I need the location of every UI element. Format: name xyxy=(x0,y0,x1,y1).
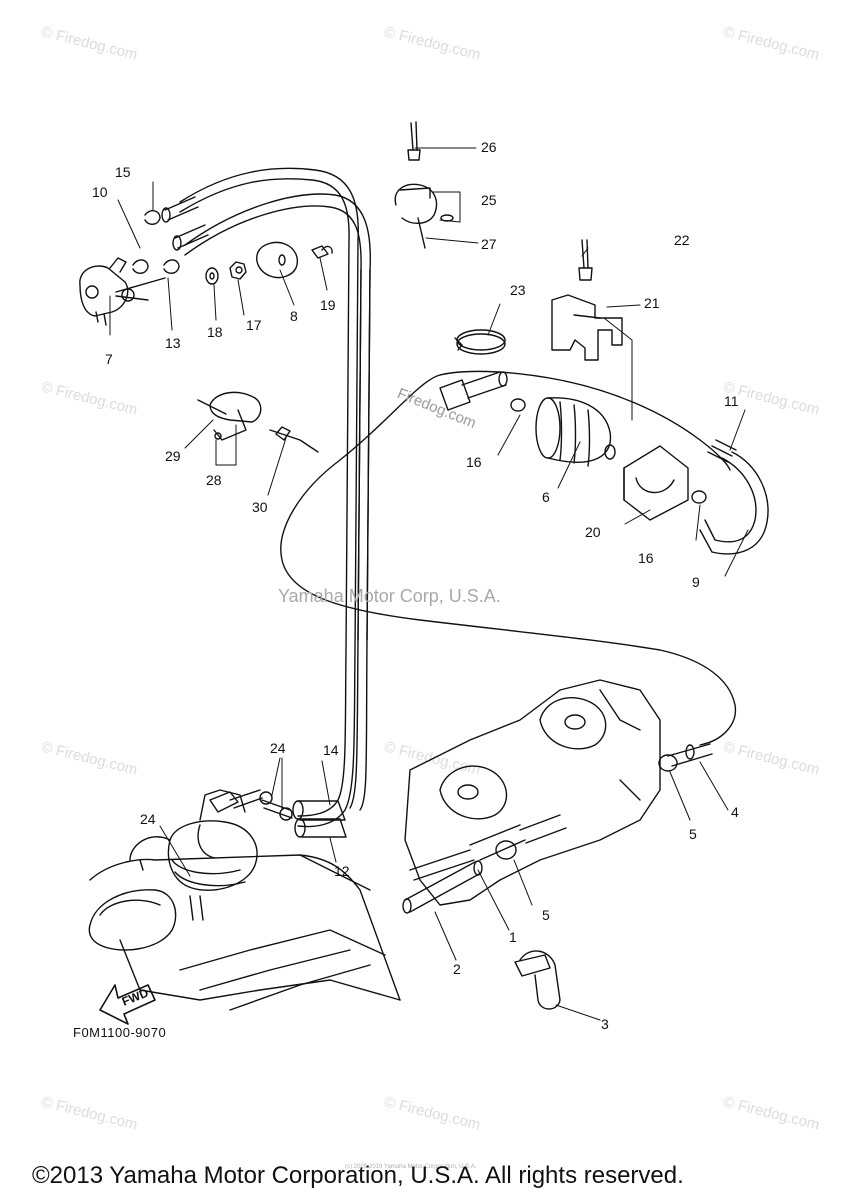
fwd-label: FWD xyxy=(120,985,151,1008)
bracket-20 xyxy=(623,445,689,521)
callout-14: 14 xyxy=(323,742,339,758)
figure-id: F0M1100-9070 xyxy=(73,1025,167,1040)
callout-2: 2 xyxy=(453,961,461,977)
callout-4: 4 xyxy=(731,804,739,820)
callout-13: 13 xyxy=(165,335,181,351)
breather-fitting xyxy=(439,371,508,411)
callout-16b: 16 xyxy=(638,550,654,566)
callout-10: 10 xyxy=(92,184,108,200)
hose-clamp-23 xyxy=(454,329,506,355)
callout-30: 30 xyxy=(252,499,268,515)
long-hose-pair xyxy=(179,167,372,828)
hose-2 xyxy=(402,860,483,914)
clamps-16 xyxy=(510,398,707,504)
tiny-watermark: (c) 2005-2019 Yamaha Motor Corporation, … xyxy=(345,1164,477,1170)
hoses-24 xyxy=(197,789,293,859)
callout-6: 6 xyxy=(542,489,550,505)
hose-ends-12-14 xyxy=(292,800,347,838)
callout-17: 17 xyxy=(246,317,262,333)
callout-21: 21 xyxy=(644,295,660,311)
callout-19: 19 xyxy=(320,297,336,313)
clamp-3 xyxy=(514,950,561,1010)
callout-11: 11 xyxy=(724,393,739,409)
callout-20: 20 xyxy=(585,524,601,540)
clamp-25-assembly xyxy=(394,121,454,249)
callout-12: 12 xyxy=(334,863,350,879)
clamp-29-assembly xyxy=(197,391,319,453)
callout-29: 29 xyxy=(165,448,181,464)
callout-5b: 5 xyxy=(542,907,550,923)
callout-15: 15 xyxy=(115,164,131,180)
clamps-5 xyxy=(495,754,678,860)
callout-24b: 24 xyxy=(140,811,156,827)
bracket-21-assembly xyxy=(551,239,623,361)
fwd-arrow: FWD xyxy=(99,984,156,1025)
center-watermark: Yamaha Motor Corp, U.S.A. xyxy=(278,586,501,606)
filter-6 xyxy=(535,397,616,467)
tank-assembly xyxy=(88,789,401,1011)
callout-26: 26 xyxy=(481,139,497,155)
short-hoses xyxy=(115,196,209,301)
callout-27: 27 xyxy=(481,236,497,252)
callout-1: 1 xyxy=(509,929,517,945)
callout-18: 18 xyxy=(207,324,223,340)
carburetor-assembly xyxy=(404,679,661,906)
callout-22: 22 xyxy=(674,232,690,248)
valve-assembly-7 xyxy=(79,257,135,326)
callout-23: 23 xyxy=(510,282,526,298)
small-hardware xyxy=(205,241,333,285)
callout-24a: 24 xyxy=(270,740,286,756)
callout-28: 28 xyxy=(206,472,222,488)
callout-7: 7 xyxy=(105,351,113,367)
hose-4 xyxy=(667,743,713,767)
callout-9: 9 xyxy=(692,574,700,590)
callout-5a: 5 xyxy=(689,826,697,842)
callout-3: 3 xyxy=(601,1016,609,1032)
leader-lines xyxy=(109,147,749,1021)
copyright-footer: ©2013 Yamaha Motor Corporation, U.S.A. A… xyxy=(32,1162,684,1189)
loop-hose xyxy=(280,370,737,746)
elbow-hose-9 xyxy=(699,439,769,555)
callout-16a: 16 xyxy=(466,454,482,470)
callout-25: 25 xyxy=(481,192,497,208)
callout-8: 8 xyxy=(290,308,298,324)
